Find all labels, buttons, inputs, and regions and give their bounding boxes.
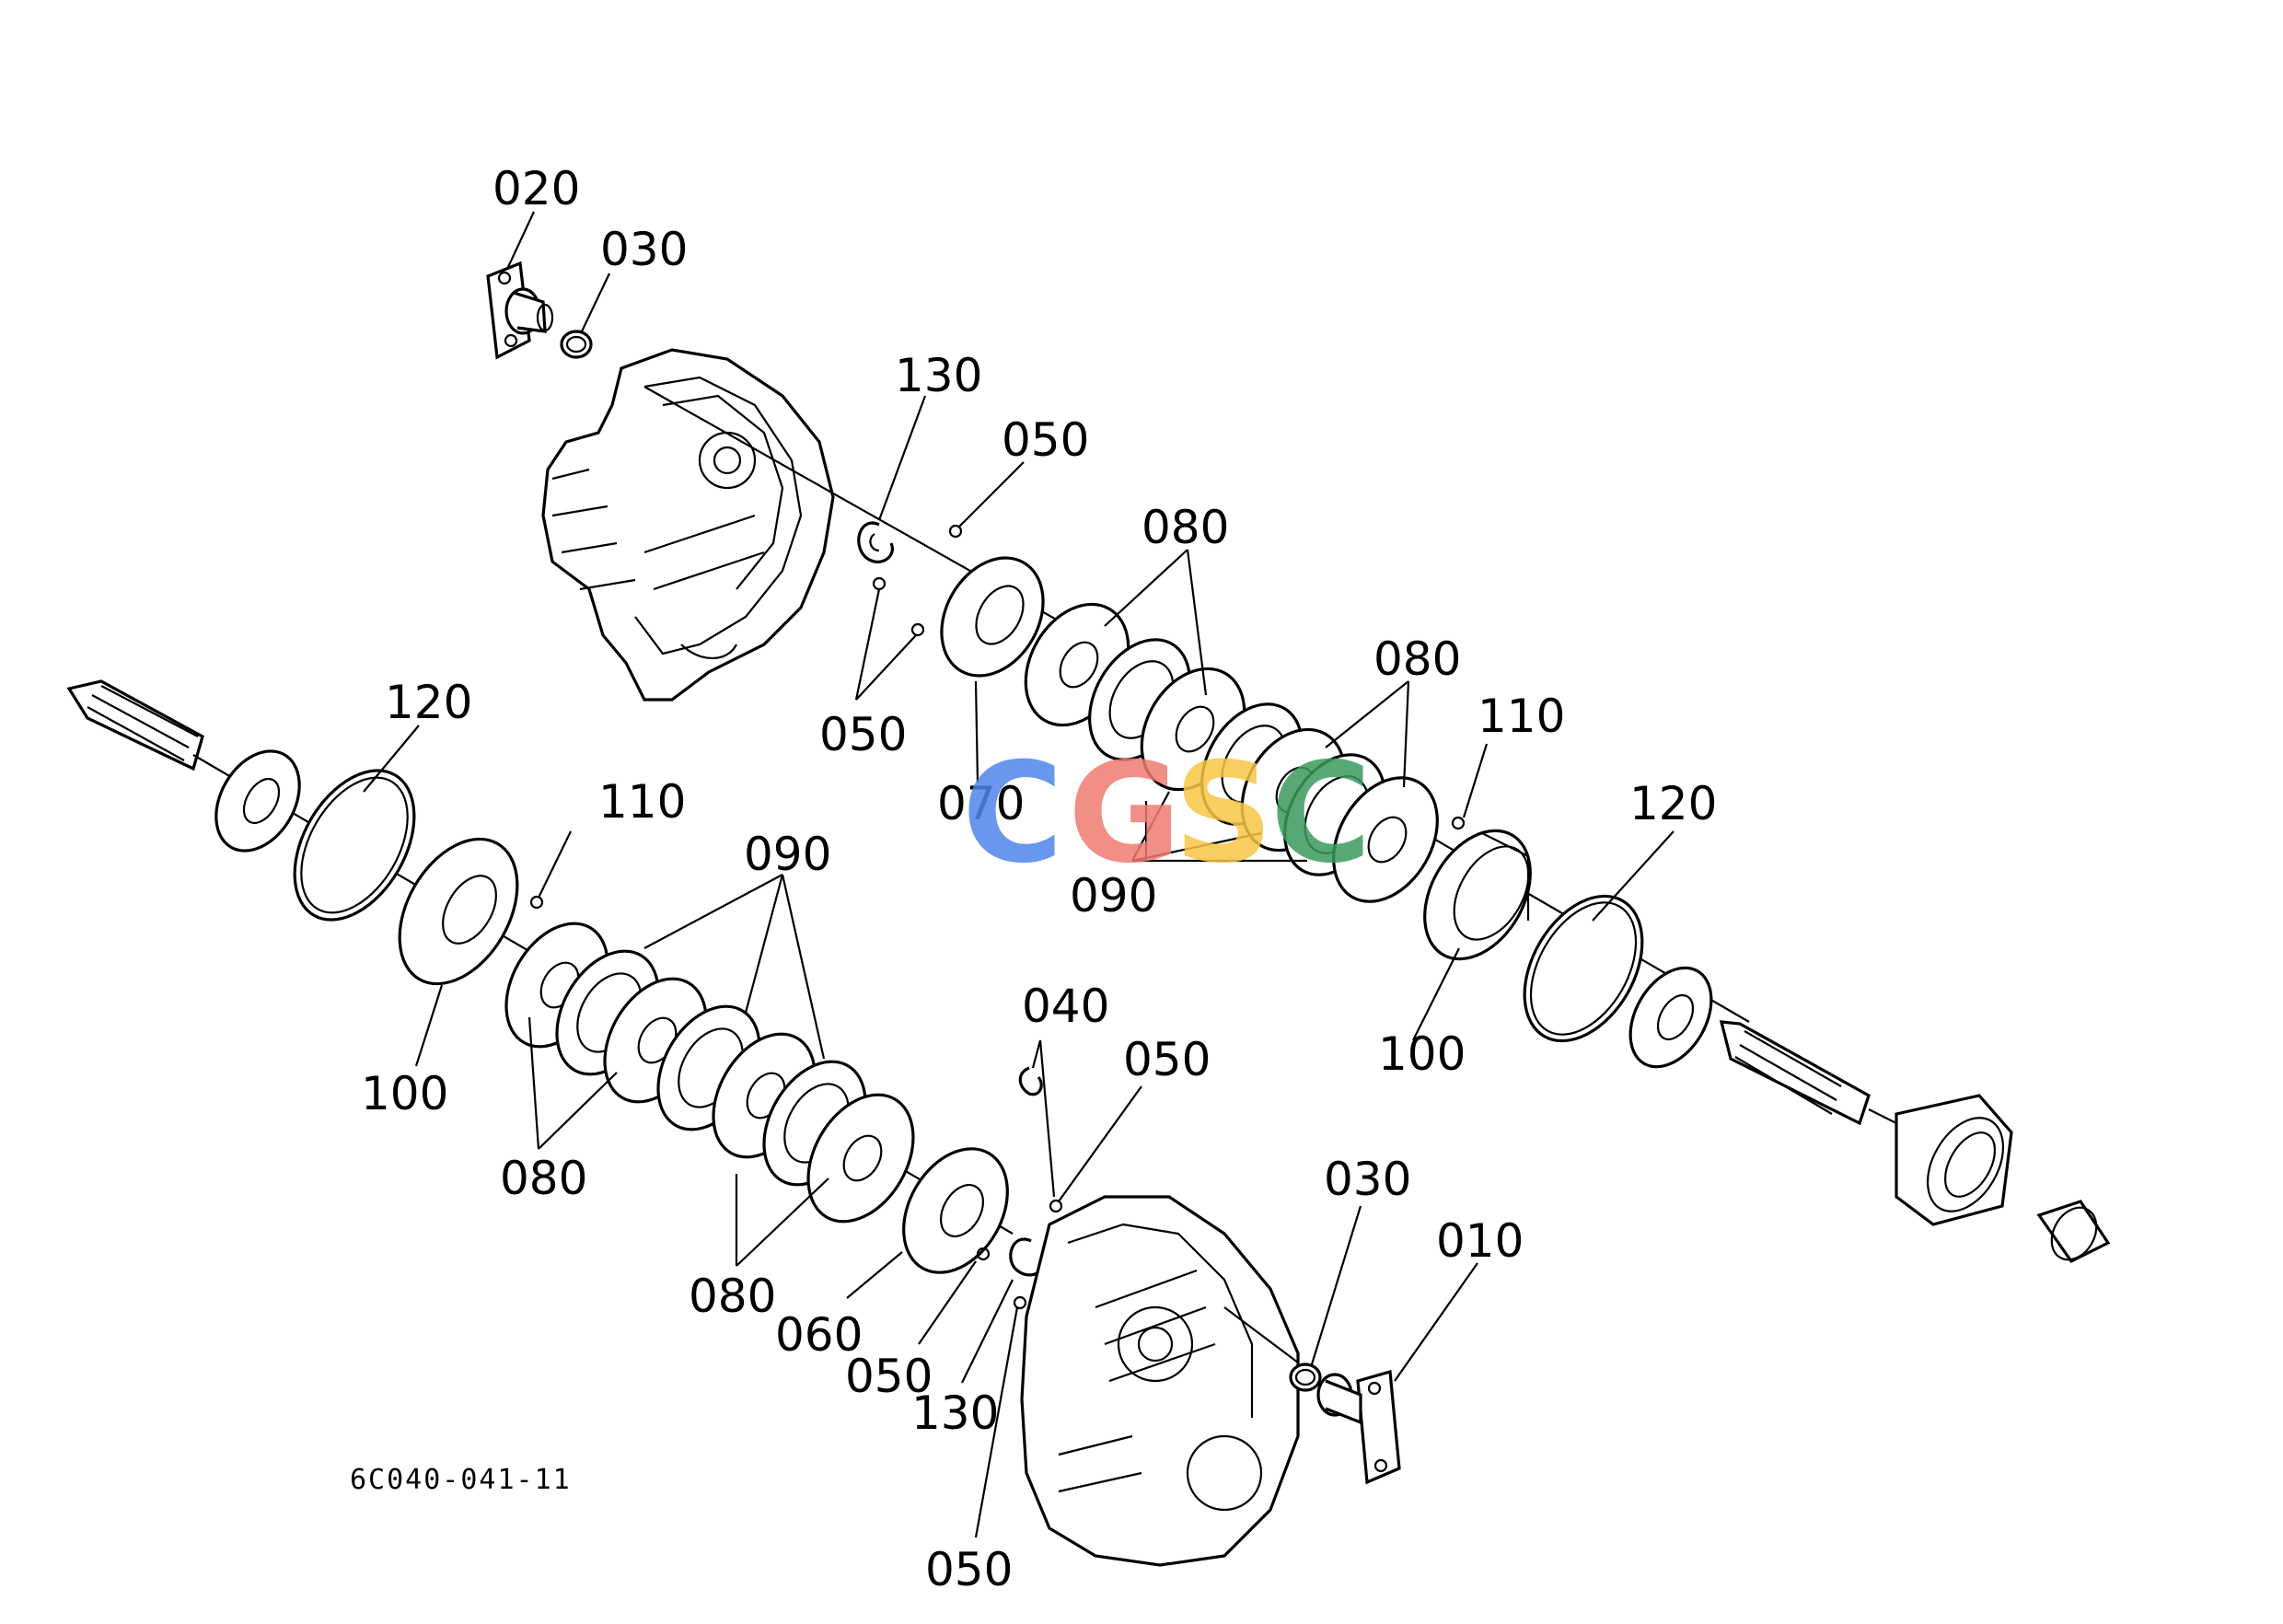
callout-070: 070 (937, 777, 1025, 830)
callout-050-e: 050 (925, 1543, 1013, 1596)
callout-080-lower-b: 080 (689, 1270, 776, 1323)
callout-050-b: 050 (819, 708, 907, 761)
ball-050-f (1013, 1295, 1027, 1310)
callout-110-lower: 110 (598, 775, 686, 829)
callout-labels: 020 030 130 050 080 050 080 070 110 120 … (361, 162, 1717, 1596)
callout-120-left: 120 (385, 676, 472, 729)
callout-130-upper: 130 (895, 349, 982, 402)
ball-050-b (872, 576, 887, 591)
o-ring-030-lower (1289, 1363, 1322, 1392)
callout-050-c: 050 (1123, 1033, 1211, 1086)
watermark-letter-c1: C (962, 734, 1063, 894)
ball-110-upper (1451, 816, 1466, 830)
leader-lines (363, 211, 1675, 1538)
callout-030-upper: 030 (600, 223, 688, 276)
cover-right (1895, 1094, 2013, 1226)
callout-090-upper: 090 (1070, 869, 1157, 922)
lower-housing (1020, 1195, 1300, 1567)
snap-ring-120-left (293, 769, 416, 922)
pressure-plate-070 (940, 556, 1045, 678)
upper-clutch-pack (1024, 602, 1439, 903)
lower-clutch-pack (504, 922, 915, 1224)
watermark-logo: C G S C (962, 734, 1372, 894)
ball-110-lower (529, 895, 544, 910)
coupling-right (2036, 1200, 2111, 1264)
callout-080-lower-a: 080 (500, 1152, 587, 1205)
callout-040: 040 (1022, 980, 1109, 1033)
callout-080-upper-a: 080 (1142, 501, 1229, 554)
shaft-right (1719, 1020, 1943, 1147)
drawing-number: 6C040-041-11 (350, 1464, 572, 1496)
bearing-right (1628, 966, 1713, 1069)
ball-050-e (1049, 1199, 1063, 1213)
callout-010: 010 (1436, 1214, 1524, 1268)
callout-060: 060 (775, 1308, 863, 1362)
piston-100-right (1423, 829, 1532, 961)
callout-030-lower: 030 (1324, 1153, 1411, 1206)
ball-050-a (948, 524, 963, 539)
callout-120-right: 120 (1629, 777, 1717, 830)
bracket-010-lower (1316, 1369, 1401, 1485)
upper-housing (541, 348, 835, 702)
callout-100-left: 100 (361, 1067, 448, 1120)
watermark-letter-s: S (1174, 734, 1273, 894)
snap-ring-040 (1018, 1066, 1043, 1096)
pressure-plate-060 (902, 1147, 1009, 1274)
callout-110-upper: 110 (1478, 690, 1565, 743)
callout-100-right: 100 (1378, 1027, 1466, 1081)
ball-050-d (976, 1247, 991, 1261)
callout-130-lower: 130 (911, 1386, 999, 1440)
callout-080-upper-b: 080 (1373, 632, 1461, 686)
callout-050-d: 050 (845, 1350, 933, 1403)
ball-050-c (910, 622, 925, 637)
piston-100-left (398, 837, 519, 986)
callout-090-lower: 090 (744, 828, 831, 881)
callout-050-a: 050 (1002, 413, 1089, 467)
bearing-left (214, 749, 301, 853)
callout-020: 020 (493, 162, 580, 215)
bracket-020-upper (486, 261, 554, 360)
watermark-letter-c2: C (1270, 734, 1372, 894)
snap-ring-130-upper (857, 521, 895, 563)
watermark-letter-g: G (1068, 734, 1181, 894)
o-ring-030-upper (560, 330, 593, 359)
